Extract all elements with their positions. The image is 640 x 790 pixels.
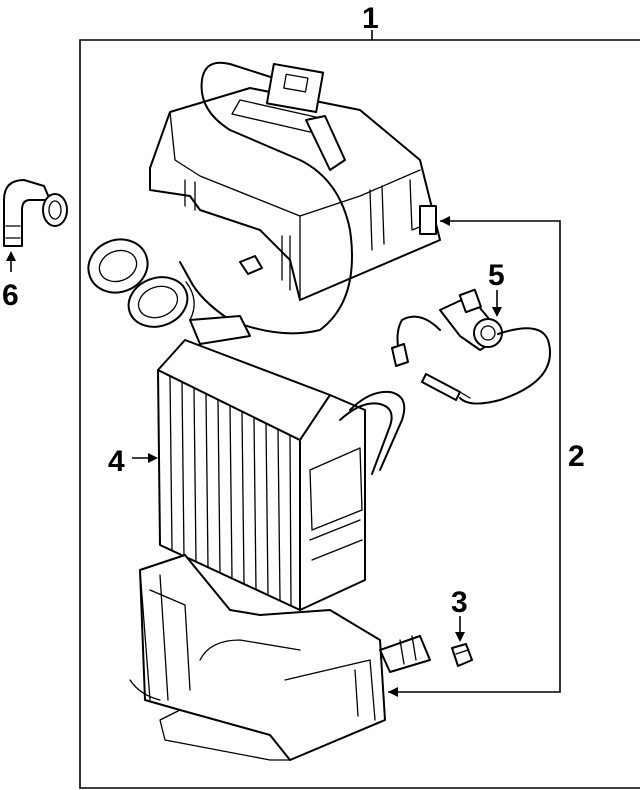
callout-2-bracket xyxy=(388,220,561,693)
drain-hose-part[interactable] xyxy=(3,179,68,247)
callout-1-label: 1 xyxy=(362,2,379,35)
callout-6-label: 6 xyxy=(2,279,19,312)
gasket-part[interactable] xyxy=(81,231,195,335)
expansion-valve-part[interactable] xyxy=(391,288,551,405)
callout-2[interactable]: 2 xyxy=(388,216,585,697)
callout-5-label: 5 xyxy=(488,259,505,292)
callout-5[interactable]: 5 xyxy=(488,259,505,317)
callout-4[interactable]: 4 xyxy=(108,445,158,478)
evaporator-core-part[interactable] xyxy=(157,315,406,611)
arrow-head xyxy=(388,687,398,697)
clip-part[interactable] xyxy=(451,643,473,667)
callout-3[interactable]: 3 xyxy=(451,586,468,642)
lower-case-part[interactable] xyxy=(129,554,431,761)
arrow-head xyxy=(440,216,450,226)
assembly-frame xyxy=(79,39,640,789)
callout-1[interactable]: 1 xyxy=(362,2,379,40)
upper-case-part[interactable] xyxy=(149,61,441,335)
callout-4-label: 4 xyxy=(108,445,125,478)
callout-6[interactable]: 6 xyxy=(2,251,19,312)
callout-2-label: 2 xyxy=(568,440,585,473)
callout-3-label: 3 xyxy=(451,586,468,619)
